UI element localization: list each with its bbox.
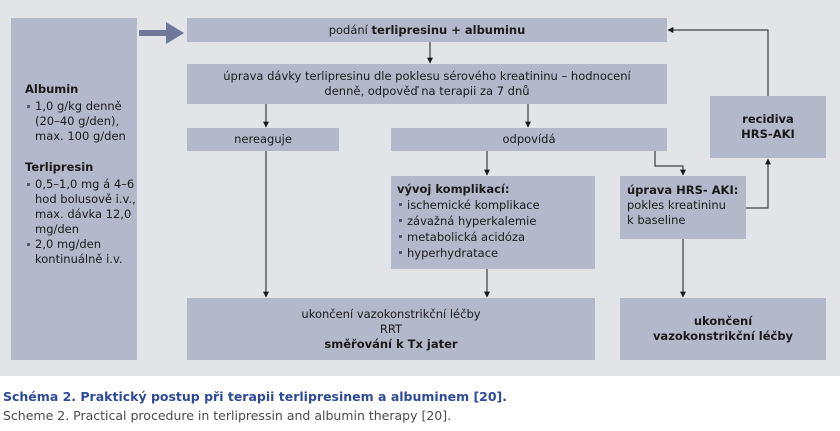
terlipresin-title: Terlipresin <box>25 160 94 174</box>
relapse-line2: HRS-AKI <box>741 127 795 141</box>
caption-english: Scheme 2. Practical procedure in terlipr… <box>3 408 452 423</box>
list-item: hyperhydratace <box>397 245 595 261</box>
no-response-label: nereaguje <box>234 132 292 146</box>
hrs-adjustment-box: úprava HRS- AKI: pokles kreatininu k bas… <box>620 176 746 239</box>
relapse-box: recidiva HRS-AKI <box>710 96 826 158</box>
dose-adjustment-box: úprava dávky terlipresinu dle poklesu sé… <box>187 64 667 104</box>
dose-adjustment-text: úprava dávky terlipresinu dle poklesu sé… <box>223 69 631 98</box>
albumin-title: Albumin <box>25 82 79 96</box>
end-therapy-line3: směřování k Tx jater <box>324 336 458 351</box>
start-arrow <box>139 22 184 44</box>
end-therapy-box: ukončení vazokonstrikční léčby RRT směřo… <box>187 298 595 360</box>
start-therapy-prefix: podání <box>328 22 372 37</box>
list-item: 2,0 mg/den kontinuálně i.v. <box>25 237 137 267</box>
arrow-response-to-hrs-adjust <box>654 151 686 176</box>
complications-box: vývoj komplikací: ischemické komplikace … <box>391 176 595 269</box>
list-item: ischemické komplikace <box>397 197 595 213</box>
hrs-adjustment-title: úprava HRS- AKI: <box>627 183 739 197</box>
arrow-hrs-adjust-to-relapse <box>746 158 771 209</box>
list-item: 0,5–1,0 mg á 4–6 hod bolusově i.v., max.… <box>25 177 137 237</box>
list-item: 1,0 g/kg denně (20–40 g/den), max. 100 g… <box>25 99 137 144</box>
end-vasoconstriction-line1: ukončení <box>693 314 753 328</box>
end-vasoconstriction-line2: vazokonstrikční léčby <box>652 329 794 343</box>
hrs-adjustment-line3: k baseline <box>627 213 686 227</box>
end-therapy-line2: RRT <box>379 321 403 336</box>
end-vasoconstriction-box: ukončení vazokonstrikční léčby <box>620 298 826 360</box>
albumin-dosage-list: 1,0 g/kg denně (20–40 g/den), max. 100 g… <box>25 99 137 144</box>
start-therapy-text: podání terlipresinu + albuminu <box>329 23 526 38</box>
start-therapy-box: podání terlipresinu + albuminu <box>187 18 667 42</box>
list-item: závažná hyperkalemie <box>397 213 595 229</box>
complications-title: vývoj komplikací: <box>397 182 510 196</box>
response-box: odpovídá <box>391 128 667 151</box>
arrow-relapse-to-start <box>667 27 769 96</box>
relapse-line1: recidiva <box>742 112 794 126</box>
no-response-box: nereaguje <box>187 128 339 151</box>
hrs-adjustment-line2: pokles kreatininu <box>627 198 726 212</box>
list-item: metabolická acidóza <box>397 229 595 245</box>
dosage-box: Albumin 1,0 g/kg denně (20–40 g/den), ma… <box>11 18 137 360</box>
complications-list: ischemické komplikace závažná hyperkalem… <box>397 197 595 261</box>
end-therapy-line1: ukončení vazokonstrikční léčby <box>301 306 481 321</box>
start-therapy-drugs: terlipresinu + albuminu <box>371 22 526 37</box>
response-label: odpovídá <box>502 132 556 146</box>
terlipresin-dosage-list: 0,5–1,0 mg á 4–6 hod bolusově i.v., max.… <box>25 177 137 267</box>
caption-czech: Schéma 2. Praktický postup při terapii t… <box>3 389 508 404</box>
